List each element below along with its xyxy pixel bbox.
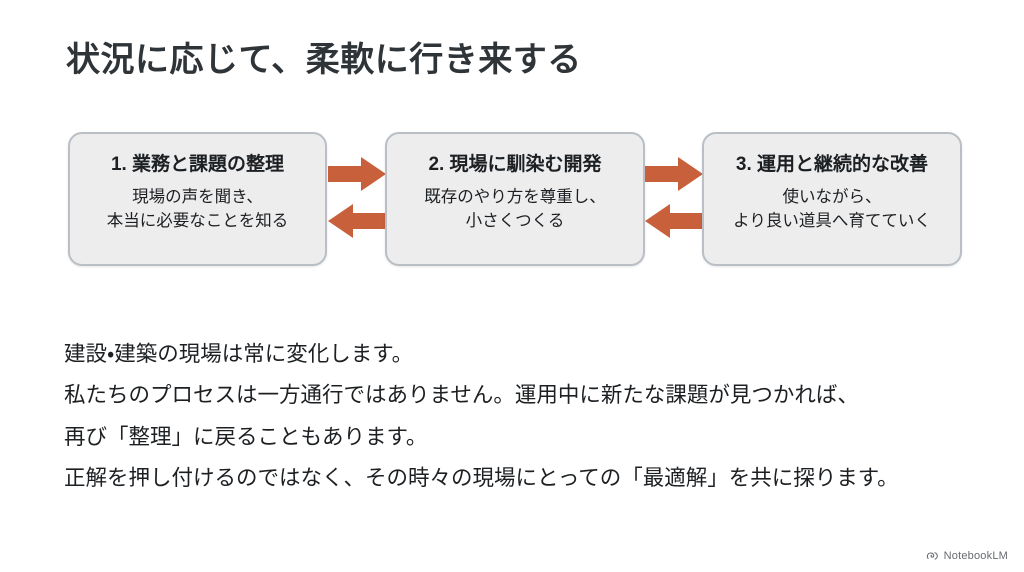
- arrow-right-icon: [645, 157, 703, 191]
- arrow-left-icon: [645, 204, 703, 238]
- description-line: 再び「整理」に戻ることもあります。: [64, 424, 428, 449]
- description-paragraph: 建設・建築の現場は常に変化します。 私たちのプロセスは一方通行ではありません。運…: [64, 334, 984, 499]
- notebooklm-label: NotebookLM: [943, 549, 1008, 562]
- connector-step1-step2: [328, 154, 386, 246]
- process-step-3-heading: 3. 運用と継続的な改善: [735, 154, 929, 175]
- process-step-2-body: 既存のやり方を尊重し、 小さくつくる: [424, 187, 606, 231]
- process-step-1-heading: 1. 業務と課題の整理: [110, 154, 285, 175]
- process-flow-diagram: 1. 業務と課題の整理 現場の声を聞き、 本当に必要なことを知る 2. 現場に馴…: [0, 132, 1024, 268]
- notebooklm-logo-icon: [926, 549, 939, 562]
- process-step-2-heading: 2. 現場に馴染む開発: [428, 154, 602, 175]
- description-line: 正解を押し付けるのではなく、その時々の現場にとっての「最適解」を共に探ります。: [64, 465, 899, 490]
- process-step-2: 2. 現場に馴染む開発 既存のやり方を尊重し、 小さくつくる: [385, 132, 645, 266]
- page-title: 状況に応じて、柔軟に行き来する: [66, 41, 582, 79]
- notebooklm-watermark: NotebookLM: [926, 549, 1008, 562]
- description-line: 建設・建築の現場は常に変化します。: [64, 342, 414, 366]
- process-step-3-body: 使いながら、 より良い道具へ育てていく: [733, 187, 931, 231]
- process-step-1-body: 現場の声を聞き、 本当に必要なことを知る: [106, 187, 289, 231]
- arrow-left-icon: [328, 204, 386, 238]
- arrow-right-icon: [328, 157, 386, 191]
- process-step-1: 1. 業務と課題の整理 現場の声を聞き、 本当に必要なことを知る: [68, 132, 327, 266]
- process-step-3: 3. 運用と継続的な改善 使いながら、 より良い道具へ育てていく: [702, 132, 962, 266]
- connector-step2-step3: [645, 154, 703, 246]
- description-line: 私たちのプロセスは一方通行ではありません。運用中に新たな課題が見つかれば、: [64, 383, 859, 408]
